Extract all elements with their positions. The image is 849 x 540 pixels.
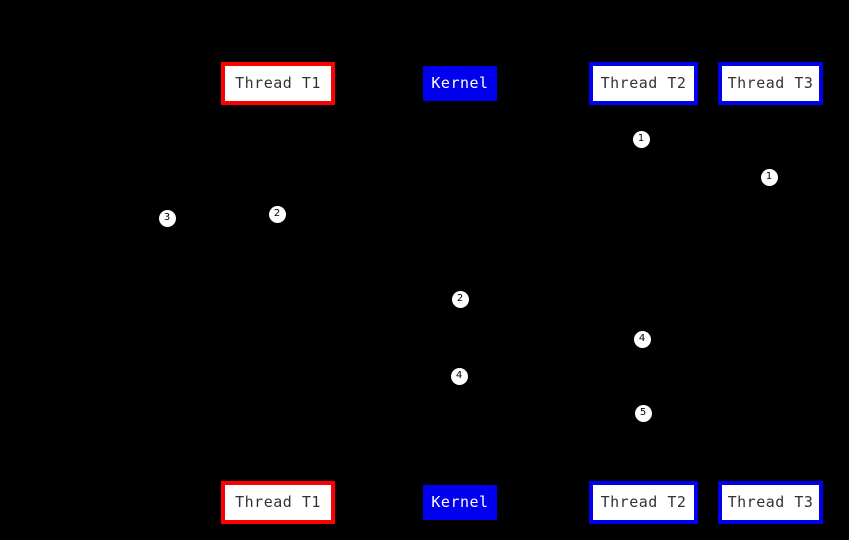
participant-label-thread-t2-bottom: Thread T2 — [600, 493, 687, 511]
participant-label-kernel-top: Kernel — [431, 74, 489, 92]
badge-kernel-2: 2 — [451, 290, 469, 308]
participant-box-thread-t3-bottom[interactable]: Thread T3 — [718, 481, 823, 524]
message-arrow-3 — [167, 227, 278, 228]
badge-t1-2: 2 — [268, 205, 286, 223]
participant-label-thread-t3-bottom: Thread T3 — [727, 493, 814, 511]
lifeline-stem-thread-t2 — [643, 105, 644, 481]
message-arrow-6 — [643, 422, 770, 423]
participant-box-kernel-top[interactable]: Kernel — [423, 66, 497, 101]
message-arrow-1 — [643, 148, 770, 149]
lifeline-stem-thread-t1 — [278, 105, 279, 481]
participant-box-thread-t3-top[interactable]: Thread T3 — [718, 62, 823, 105]
badge-t2-4: 4 — [633, 330, 651, 348]
message-arrow-4 — [460, 308, 643, 309]
badge-t2-1: 1 — [632, 130, 650, 148]
participant-box-thread-t1-bottom[interactable]: Thread T1 — [221, 481, 335, 524]
badge-t1-3: 3 — [158, 209, 176, 227]
participant-box-thread-t2-top[interactable]: Thread T2 — [589, 62, 698, 105]
participant-label-thread-t2-top: Thread T2 — [600, 74, 687, 92]
participant-label-kernel-bottom: Kernel — [431, 493, 489, 511]
message-arrow-5 — [460, 385, 643, 386]
participant-label-thread-t1-bottom: Thread T1 — [235, 493, 321, 511]
badge-kernel-4: 4 — [450, 367, 468, 385]
lifeline-stem-thread-t3 — [770, 105, 771, 481]
badge-t3-1: 1 — [760, 168, 778, 186]
badge-t2-5: 5 — [634, 404, 652, 422]
participant-box-thread-t2-bottom[interactable]: Thread T2 — [589, 481, 698, 524]
message-arrow-2 — [278, 223, 460, 224]
participant-label-thread-t3-top: Thread T3 — [727, 74, 814, 92]
participant-box-thread-t1-top[interactable]: Thread T1 — [221, 62, 335, 105]
participant-box-kernel-bottom[interactable]: Kernel — [423, 485, 497, 520]
participant-label-thread-t1-top: Thread T1 — [235, 74, 321, 92]
